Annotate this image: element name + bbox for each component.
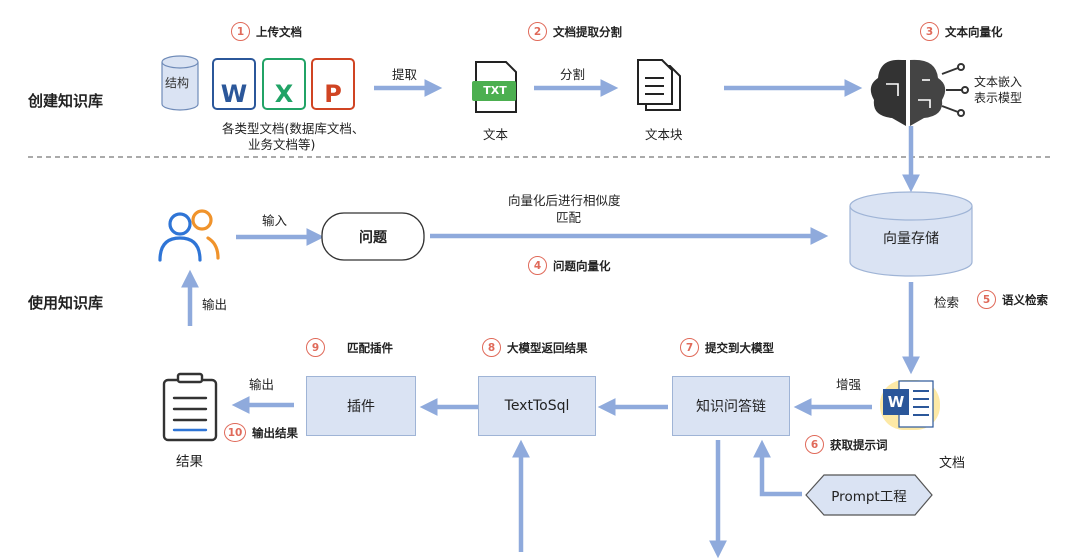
vector-store-cylinder bbox=[849, 191, 973, 277]
step-badge: 7 bbox=[680, 338, 699, 357]
output-left-label: 输出 bbox=[249, 377, 275, 392]
embed-label-line1: 文本嵌入 bbox=[974, 75, 1023, 89]
step-badge: 5 bbox=[977, 290, 996, 309]
vector-store-label: 向量存储 bbox=[883, 231, 939, 247]
doc-caption-line1: 各类型文档(数据库文档、 bbox=[222, 121, 365, 136]
text-label: 文本 bbox=[483, 127, 509, 142]
section-label-build: 创建知识库 bbox=[28, 92, 104, 110]
step-4: 4 问题向量化 bbox=[528, 256, 611, 275]
prompt-label: Prompt工程 bbox=[831, 489, 907, 505]
step-3: 3 文本向量化 bbox=[920, 22, 1003, 41]
enhance-label: 增强 bbox=[836, 377, 862, 392]
step-badge: 4 bbox=[528, 256, 547, 275]
extract-label: 提取 bbox=[392, 67, 418, 82]
step-6: 6 获取提示词 bbox=[805, 435, 888, 454]
step-label: 输出结果 bbox=[252, 425, 298, 440]
doc-label: 文档 bbox=[939, 456, 966, 471]
step-5: 5 语义检索 bbox=[977, 290, 1048, 309]
step-badge: 9 bbox=[306, 338, 325, 357]
doc-caption-line2: 业务文档等) bbox=[248, 137, 316, 152]
db-icon bbox=[161, 55, 199, 111]
step-1: 1 上传文档 bbox=[231, 22, 302, 41]
step-9: 9 匹配插件 bbox=[306, 338, 393, 357]
chunk-label: 文本块 bbox=[645, 127, 683, 142]
plugin-box: 插件 bbox=[306, 376, 416, 436]
retrieve-label: 检索 bbox=[934, 295, 960, 310]
match-label-line2: 匹配 bbox=[556, 210, 582, 225]
arrow-prompt-to-chain bbox=[753, 439, 802, 497]
word-file-icon: W bbox=[212, 58, 256, 110]
result-clipboard-icon bbox=[162, 372, 218, 442]
step-label: 文档提取分割 bbox=[553, 24, 622, 39]
text-chunk-icon bbox=[637, 59, 681, 111]
step-2: 2 文档提取分割 bbox=[528, 22, 622, 41]
step-badge: 1 bbox=[231, 22, 250, 41]
word-doc-icon bbox=[880, 380, 940, 430]
section-label-use: 使用知识库 bbox=[28, 294, 104, 312]
step-label: 获取提示词 bbox=[830, 437, 888, 452]
prompt-hexagon bbox=[805, 474, 933, 516]
question-box bbox=[321, 212, 425, 261]
step-badge: 8 bbox=[482, 338, 501, 357]
txt-file-icon bbox=[472, 61, 517, 113]
step-8: 8 大模型返回结果 bbox=[482, 338, 588, 357]
result-label: 结果 bbox=[176, 454, 203, 470]
step-10: 10 输出结果 bbox=[224, 423, 298, 442]
input-label: 输入 bbox=[262, 213, 288, 228]
match-label-line1: 向量化后进行相似度 bbox=[508, 193, 621, 208]
step-label: 大模型返回结果 bbox=[507, 340, 588, 355]
step-label: 文本向量化 bbox=[945, 24, 1003, 39]
question-label: 问题 bbox=[359, 229, 387, 246]
embed-label-line2: 表示模型 bbox=[974, 91, 1023, 105]
output-up-label: 输出 bbox=[202, 297, 228, 312]
step-badge: 6 bbox=[805, 435, 824, 454]
step-7: 7 提交到大模型 bbox=[680, 338, 774, 357]
step-label: 上传文档 bbox=[256, 24, 302, 39]
excel-file-icon: X bbox=[262, 58, 306, 110]
split-label: 分割 bbox=[560, 67, 586, 82]
user-icon bbox=[158, 209, 220, 262]
step-label: 匹配插件 bbox=[347, 340, 393, 355]
step-badge: 10 bbox=[224, 423, 246, 442]
step-label: 语义检索 bbox=[1002, 292, 1048, 307]
step-label: 提交到大模型 bbox=[705, 340, 774, 355]
ppt-file-icon: P bbox=[311, 58, 355, 110]
knowledge-qa-chain-box: 知识问答链 bbox=[672, 376, 790, 436]
step-label: 问题向量化 bbox=[553, 258, 611, 273]
step-badge: 3 bbox=[920, 22, 939, 41]
db-icon-label: 结构 bbox=[165, 76, 190, 90]
step-badge: 2 bbox=[528, 22, 547, 41]
txt-icon-label: TXT bbox=[483, 84, 507, 97]
brain-ai-icon bbox=[870, 59, 969, 127]
word-icon-letter: W bbox=[887, 393, 905, 411]
text-to-sql-box: TextToSql bbox=[478, 376, 596, 436]
